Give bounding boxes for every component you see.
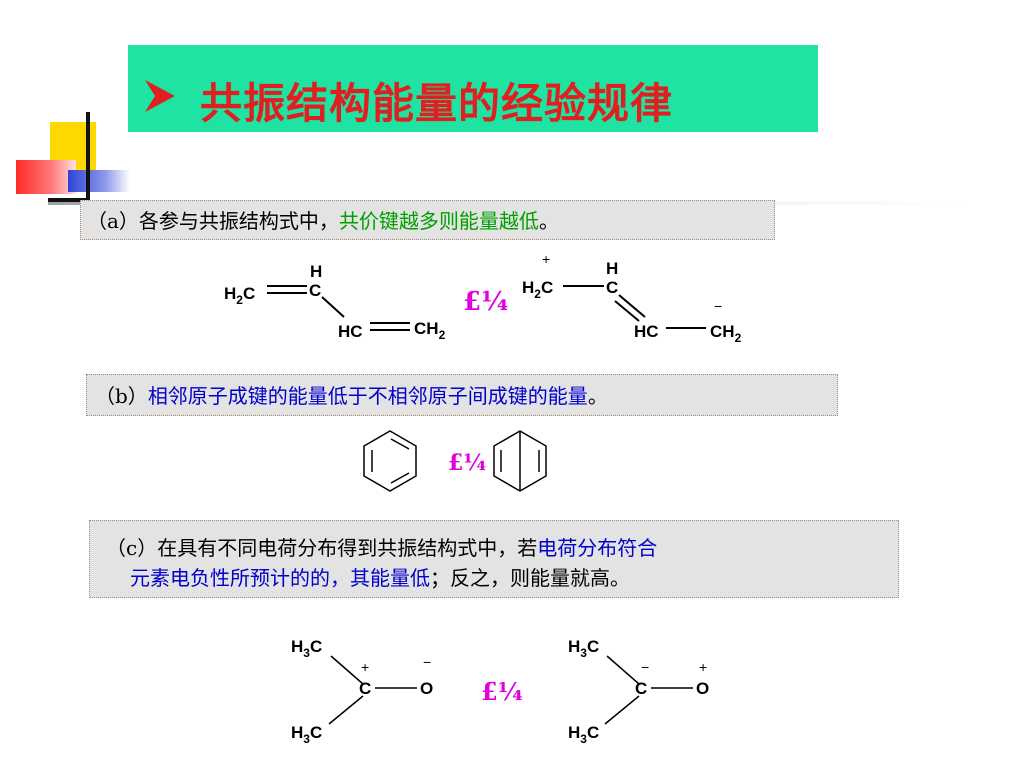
rule-b-highlight: 相邻原子成键的能量低于不相邻原子间成键的能量 <box>147 384 588 408</box>
rule-a-prefix: （a）各参与共振结构式中， <box>87 209 339 233</box>
structure-c-right: H3C − C + O H3C <box>568 637 709 746</box>
structure-a-diagram: H C H2C HC CH2 £¼ + H2C H C − HC CH2 <box>224 255 742 345</box>
atom-c: C <box>359 679 371 698</box>
atom-o: O <box>420 679 433 698</box>
dewar-benzene <box>493 430 547 492</box>
rule-c-line1: （c）在具有不同电荷分布得到共振结构式中，若电荷分布符合 <box>106 533 898 563</box>
atom-c: C <box>635 679 647 698</box>
rule-b-prefix: （b） <box>95 384 148 408</box>
page-title: 共振结构能量的经验规律 <box>200 79 674 128</box>
atom-ch2: CH2 <box>414 319 446 342</box>
atom-c: C <box>606 278 618 297</box>
rule-a: （a）各参与共振结构式中，共价键越多则能量越低。 <box>80 200 775 240</box>
structure-a-right: + H2C H C − HC CH2 <box>522 255 742 345</box>
charge-plus: + <box>699 659 707 675</box>
atom-h: H <box>310 262 322 281</box>
arrow-bullet-icon <box>145 80 175 112</box>
atom-ch2: CH2 <box>710 322 742 345</box>
methyl-top: H3C <box>291 637 322 660</box>
comparison-symbol-b: £¼ <box>448 450 486 476</box>
methyl-bottom: H3C <box>568 723 599 746</box>
methyl-top: H3C <box>568 637 599 660</box>
structure-c-left: H3C + C − O H3C <box>291 637 433 746</box>
charge-minus: − <box>714 298 722 314</box>
rule-c: （c）在具有不同电荷分布得到共振结构式中，若电荷分布符合 元素电负性所预计的的，… <box>89 520 899 598</box>
charge-minus: − <box>641 659 649 675</box>
comparison-symbol-a: £¼ <box>463 287 508 317</box>
charge-minus: − <box>423 654 431 670</box>
title-banner <box>128 45 818 132</box>
rule-b: （b）相邻原子成键的能量低于不相邻原子间成键的能量。 <box>86 374 838 416</box>
rule-c-highlight-2: 元素电负性所预计的的，其能量低 <box>130 566 430 590</box>
charge-plus: + <box>361 659 369 675</box>
atom-c: C <box>309 281 321 300</box>
logo-blue-block <box>68 170 130 192</box>
benzene-ring <box>363 430 417 492</box>
logo-vertical-line <box>86 112 90 222</box>
logo-red-block <box>16 160 76 194</box>
structure-b-diagram: £¼ <box>363 430 547 492</box>
rule-c-highlight-1: 电荷分布符合 <box>537 536 658 560</box>
atom-h2c: H2C <box>522 278 553 301</box>
rule-c-line2: 元素电负性所预计的的，其能量低；反之，则能量就高。 <box>106 563 898 593</box>
atom-h: H <box>606 259 618 278</box>
rule-a-highlight: 共价键越多则能量越低 <box>338 209 539 233</box>
rule-b-suffix: 。 <box>587 384 608 408</box>
rule-c-prefix: （c）在具有不同电荷分布得到共振结构式中，若 <box>106 536 538 560</box>
atom-hc: HC <box>338 322 363 341</box>
rule-c-suffix: ；反之，则能量就高。 <box>430 566 630 590</box>
rule-a-suffix: 。 <box>538 209 559 233</box>
methyl-bottom: H3C <box>291 723 322 746</box>
structure-a-left: H C H2C HC CH2 <box>224 262 446 342</box>
logo-horizontal-line <box>48 198 88 202</box>
structure-c-diagram: H3C + C − O H3C £¼ H3C − C + O H3C <box>291 637 709 746</box>
atom-hc: HC <box>634 322 659 341</box>
comparison-symbol-c: £¼ <box>481 677 523 706</box>
atom-o: O <box>696 679 709 698</box>
atom-h2c: H2C <box>224 284 255 307</box>
charge-plus: + <box>542 255 550 267</box>
